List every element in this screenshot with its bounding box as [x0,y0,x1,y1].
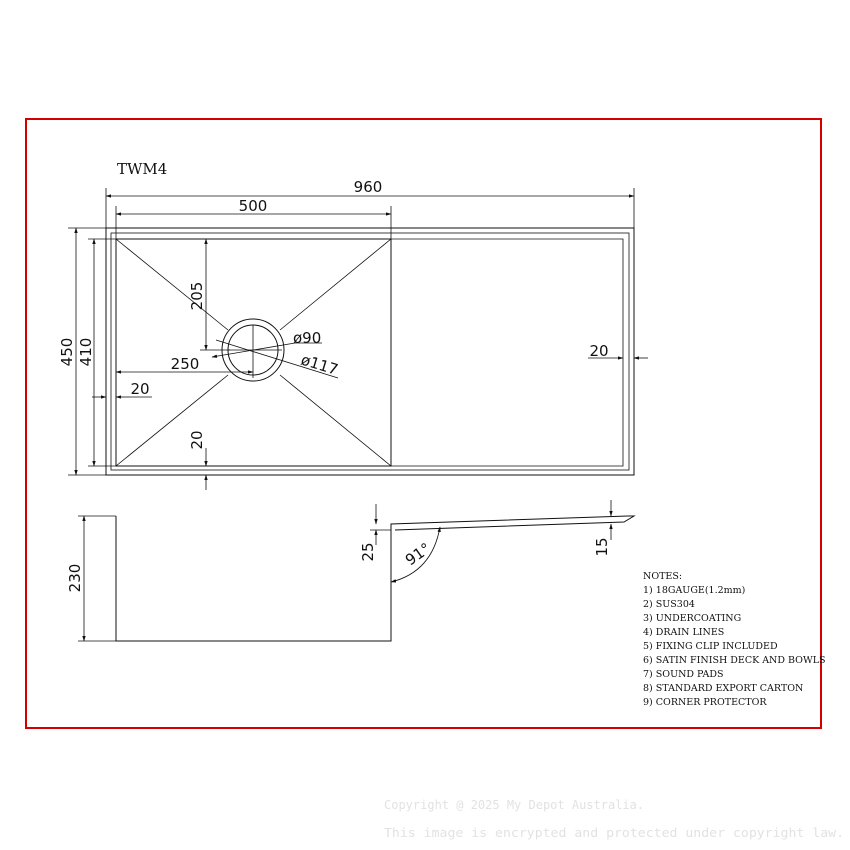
note-item: 3) UNDERCOATING [643,613,741,624]
dim-flange-left: 20 [130,380,149,398]
drawing-frame [25,118,822,729]
dim-drain-center-x: 250 [171,355,200,373]
bowl-outline [115,238,392,467]
notes-heading: NOTES: [643,571,682,582]
side-view: 230 25 91° 15 [66,500,636,642]
angle-arc [390,526,441,583]
dim-bowl-height: 230 [66,564,84,593]
dim-flange-right: 20 [589,342,608,360]
note-item: 4) DRAIN LINES [643,627,724,638]
sink-inner-outline [110,232,630,471]
dim-drainer-depth: 15 [593,537,611,556]
notes-block: NOTES: 1) 18GAUGE(1.2mm) 2) SUS304 3) UN… [643,571,826,708]
note-item: 1) 18GAUGE(1.2mm) [643,585,745,596]
copyright-line: Copyright @ 2025 My Depot Australia. [384,798,644,812]
drainer-outline [391,238,624,467]
dim-waste-outer: ø117 [299,351,340,379]
dim-flange-bottom: 20 [188,430,206,449]
dim-bowl-depth: 410 [77,338,95,367]
note-item: 5) FIXING CLIP INCLUDED [643,641,778,652]
note-item: 7) SOUND PADS [643,669,724,680]
note-item: 8) STANDARD EXPORT CARTON [643,683,803,694]
protection-notice: This image is encrypted and protected un… [384,826,844,840]
bowl-drain-lines [115,238,392,467]
note-item: 6) SATIN FINISH DECK AND BOWLS [643,655,826,666]
dim-waste-inner: ø90 [293,329,321,347]
dim-drain-center-y: 205 [188,282,206,311]
note-item: 9) CORNER PROTECTOR [643,697,767,708]
dim-bowl-width: 500 [239,197,268,215]
drainer-profile [390,515,636,531]
dim-drainer-angle: 91° [402,539,434,569]
dim-overall-depth: 450 [58,338,76,367]
model-label: TWM4 [117,160,167,178]
bowl-section [115,516,392,642]
sink-outer-outline [105,227,635,476]
dim-overall-width: 960 [354,178,383,196]
dim-deck-offset: 25 [359,542,377,561]
top-view: 960 500 450 410 205 250 ø90 ø117 [58,178,648,490]
note-item: 2) SUS304 [643,599,695,610]
